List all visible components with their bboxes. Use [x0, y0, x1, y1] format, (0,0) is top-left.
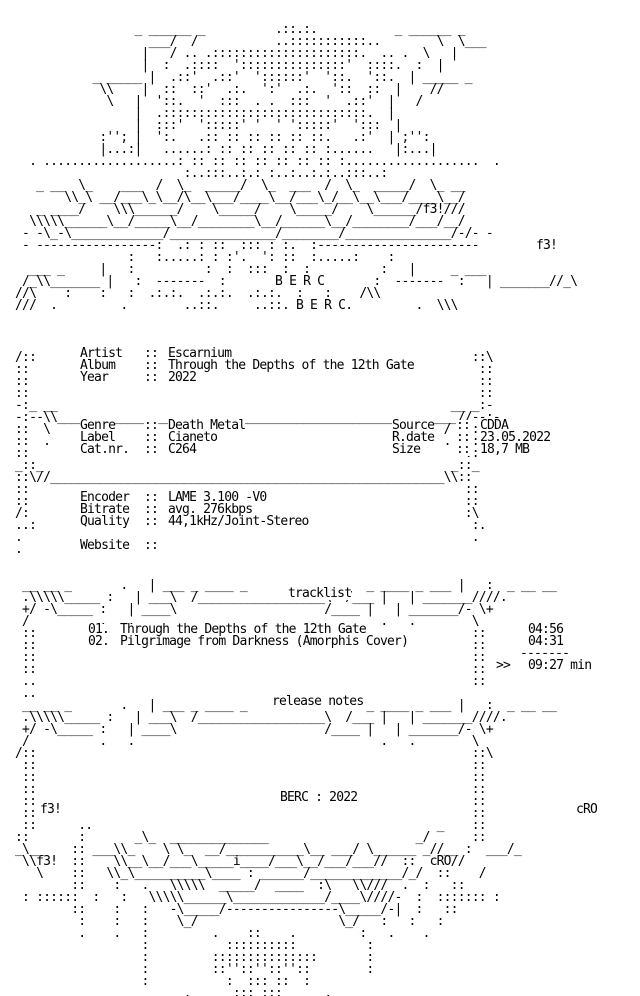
rdate-sep: :: [456, 430, 471, 445]
genre-value: Death Metal [168, 418, 246, 433]
quality-value: 44,1kHz/Joint-Stereo [168, 514, 309, 529]
track-length: 04:56 [528, 622, 564, 637]
artist-label: Artist [80, 346, 123, 361]
tracklist-heading: tracklist [288, 586, 352, 601]
source-label: Source [392, 418, 435, 433]
source-value: CDDA [480, 418, 509, 433]
year-value: 2022 [168, 370, 197, 385]
album-label: Album [80, 358, 116, 373]
f3-tag-top: f3! [536, 238, 558, 253]
total-prefix: >> [496, 658, 511, 673]
source-sep: :: [456, 418, 471, 433]
ascii-frame-info: /:: ::\ :: :: :: [15, 350, 501, 557]
catnr-value: C264 [168, 442, 197, 457]
group-name: B E R C [296, 298, 346, 313]
album-value: Through the Depths of the 12th Gate [168, 358, 415, 373]
label-sep: :: [144, 430, 159, 445]
website-label: Website [80, 538, 130, 553]
label-label: Label [80, 430, 116, 445]
bitrate-value: avg. 276kbps [168, 502, 253, 517]
ascii-art-logo: _ ______ _ .::.:. _ ______ _ ___/ / ..::… [15, 22, 578, 313]
total-divider: ------- [520, 646, 570, 661]
catnr-sep: :: [144, 442, 159, 457]
quality-label: Quality [80, 514, 130, 529]
website-sep: :: [144, 538, 159, 553]
footer-credit: BERC : 2022 [280, 790, 358, 805]
rdate-label: R.date [392, 430, 435, 445]
size-sep: :: [456, 442, 471, 457]
catnr-label: Cat.nr. [80, 442, 130, 457]
artist-value: Escarnium [168, 346, 232, 361]
track-title: Pilgrimage from Darkness (Amorphis Cover… [120, 634, 409, 649]
quality-sep: :: [144, 514, 159, 529]
encoder-value: LAME 3.100 -V0 [168, 490, 267, 505]
ascii-frame-tracklist: __ __ _ . | ___ _ ____ _ _ ____ _ ___ | … [15, 578, 557, 996]
album-sep: :: [144, 358, 159, 373]
size-label: Size [392, 442, 421, 457]
bitrate-label: Bitrate [80, 502, 130, 517]
artist-sep: :: [144, 346, 159, 361]
label-value: Cianeto [168, 430, 218, 445]
year-label: Year [80, 370, 109, 385]
f3-tag-bottom: f3! [40, 802, 62, 817]
genre-label: Genre [80, 418, 116, 433]
encoder-label: Encoder [80, 490, 130, 505]
bitrate-sep: :: [144, 502, 159, 517]
release-notes-heading: release notes [272, 694, 364, 709]
total-duration: 09:27 min [528, 658, 592, 673]
track-title: Through the Depths of the 12th Gate [120, 622, 367, 637]
cro-tag: cRO [576, 802, 598, 817]
year-sep: :: [144, 370, 159, 385]
track-number: 02. [88, 634, 110, 649]
size-value: 18,7 MB [480, 442, 530, 457]
genre-sep: :: [144, 418, 159, 433]
track-number: 01. [88, 622, 110, 637]
encoder-sep: :: [144, 490, 159, 505]
rdate-value: 23.05.2022 [480, 430, 551, 445]
track-length: 04:31 [528, 634, 564, 649]
